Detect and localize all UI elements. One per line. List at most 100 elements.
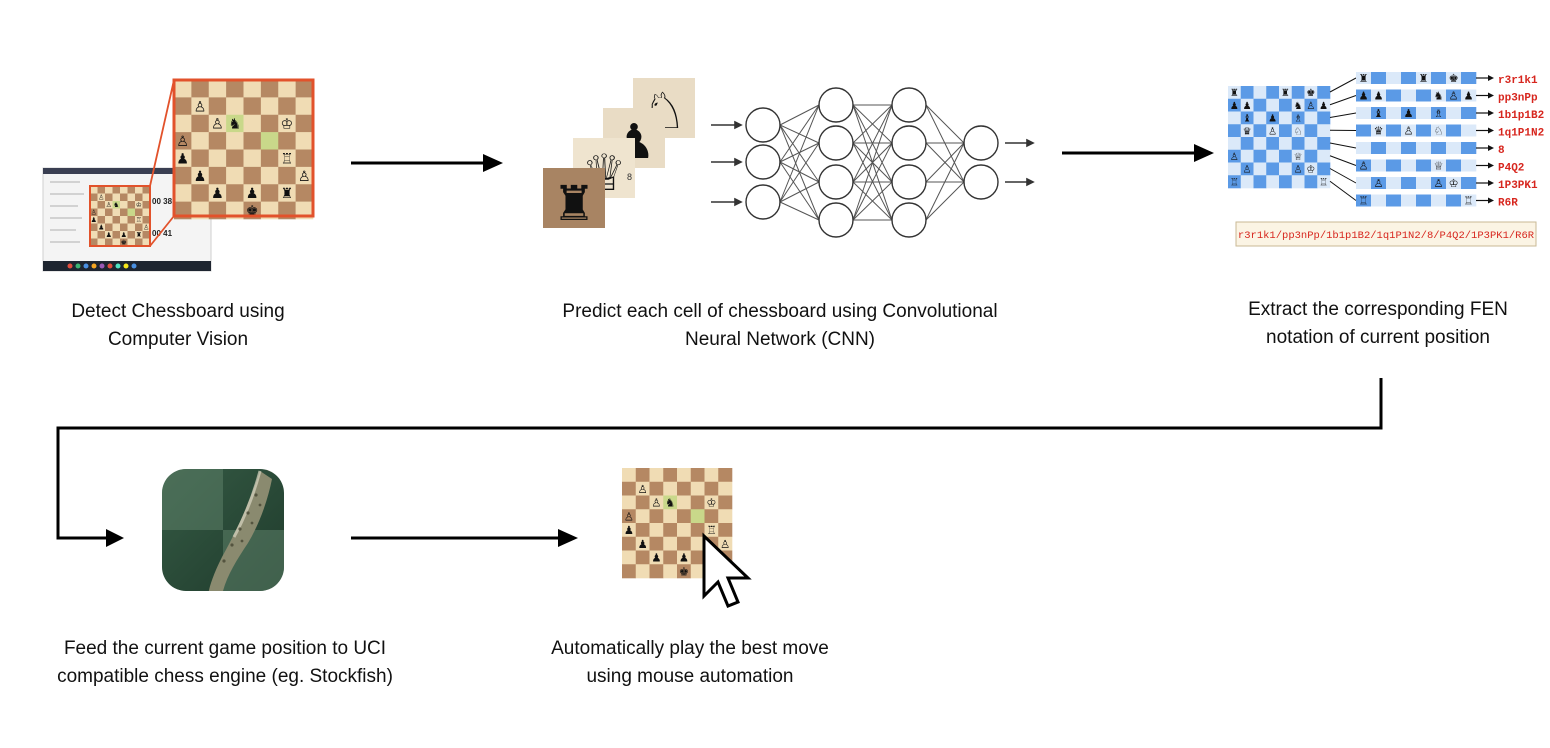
board-square — [1317, 86, 1331, 100]
board-square — [718, 523, 733, 538]
board-square — [622, 495, 637, 510]
board-square — [1266, 162, 1280, 176]
strip-square — [1446, 194, 1462, 207]
strip-square — [1446, 142, 1462, 154]
nn-neuron — [745, 144, 781, 180]
board-square — [97, 216, 106, 224]
board-square — [135, 208, 143, 217]
board-square — [704, 495, 719, 510]
neural-network — [745, 87, 999, 238]
strip-square — [1416, 72, 1432, 84]
board-square — [142, 186, 151, 194]
board-square — [1304, 86, 1318, 100]
board-square — [97, 186, 106, 194]
caption-detect: Detect Chessboard using Computer Vision — [28, 298, 328, 354]
board-square — [1266, 111, 1280, 125]
board-square — [1253, 137, 1267, 151]
rook-icon: ♜ — [552, 176, 595, 232]
strip-square — [1386, 194, 1402, 207]
board-square — [208, 132, 227, 150]
fen-illustration: ♜♜♚♟♟♞♙♟♝♟♗♛♙♘♙♕♙♙♔♖♖ ♜♜♚r3r1k1♟♟♞♙♟pp3n… — [1228, 72, 1544, 247]
chess-piece-icon: ♖ — [136, 216, 142, 224]
board-square — [677, 468, 692, 483]
board-square — [1291, 162, 1305, 176]
nn-connection — [925, 104, 965, 144]
board-square — [704, 481, 719, 496]
board-square — [663, 495, 678, 510]
chess-piece-icon: ♟ — [121, 231, 127, 239]
board-square — [112, 208, 121, 217]
board-square — [704, 468, 719, 483]
board-square — [90, 231, 98, 239]
strip-square — [1401, 142, 1417, 154]
strip-square — [1401, 194, 1417, 207]
board-square — [1228, 175, 1242, 189]
board-square — [127, 208, 136, 217]
board-square — [1317, 111, 1331, 125]
rank-connector — [1329, 77, 1357, 93]
strip-square — [1416, 107, 1432, 119]
board-square — [1228, 111, 1242, 125]
chess-piece-icon: ♜ — [281, 186, 294, 202]
board-square — [1253, 98, 1267, 112]
board-square — [635, 550, 650, 565]
chess-piece-icon: ♙ — [624, 510, 634, 523]
board-square — [1240, 149, 1254, 163]
strip-square — [1461, 194, 1477, 207]
strip-square — [1446, 107, 1462, 119]
board-square — [142, 238, 151, 247]
rank-connector — [1329, 112, 1357, 118]
strip-square — [1386, 72, 1402, 84]
board-square — [677, 495, 692, 510]
chess-piece-icon: ♖ — [1464, 195, 1474, 208]
rank-arrowhead — [1488, 197, 1494, 204]
board-square — [622, 481, 637, 496]
nn-neuron — [963, 125, 999, 161]
board-square — [1304, 137, 1318, 151]
strip-square — [1401, 124, 1417, 137]
board-square — [690, 564, 705, 579]
fen-rank-label: P4Q2 — [1498, 163, 1524, 175]
board-square — [1317, 124, 1331, 138]
board-square — [649, 468, 664, 483]
stockfish-logo — [162, 469, 284, 591]
board-square — [174, 149, 192, 168]
board-square — [663, 550, 678, 565]
board-square — [105, 193, 113, 202]
board-square — [295, 80, 314, 98]
board-square — [120, 231, 128, 239]
chess-piece-icon: ♙ — [1230, 152, 1239, 163]
strip-square — [1371, 194, 1387, 207]
strip-square — [1401, 72, 1417, 84]
nn-neuron — [963, 164, 999, 200]
strip-square — [1386, 107, 1402, 119]
chess-piece-icon: ♟ — [679, 552, 689, 565]
caption-line: notation of current position — [1266, 327, 1490, 348]
board-square — [226, 149, 244, 168]
board-square — [622, 536, 637, 551]
board-square — [622, 550, 637, 565]
caption-line: Extract the corresponding FEN — [1248, 299, 1508, 320]
nn-connection — [779, 104, 820, 203]
nn-connection — [925, 181, 965, 221]
fen-rank-label: R6R — [1498, 198, 1518, 210]
screenshot-illustration: ♙♙♞♔♙♟♖♟♙♟♟♜♚ 00 38 00 41 ♙♙♞♔♙♟♖♟♙♟♟♜♚ — [42, 78, 315, 272]
rank-connector — [1329, 95, 1357, 106]
nn-connection — [779, 142, 820, 203]
board-square — [243, 132, 262, 150]
board-square — [226, 114, 244, 133]
board-square — [260, 97, 279, 116]
board-square — [649, 495, 664, 510]
board-square — [135, 231, 143, 239]
board-square — [120, 223, 128, 232]
board-square — [243, 166, 262, 185]
strip-square — [1371, 124, 1387, 137]
taskbar-icons — [67, 263, 137, 269]
rank-arrowhead — [1488, 180, 1494, 186]
board-square — [1228, 86, 1242, 100]
board-square — [208, 149, 227, 168]
chess-piece-icon: ♞ — [665, 497, 675, 510]
browser-toolbar — [43, 168, 211, 174]
board-square — [90, 223, 98, 232]
nn-connection — [852, 142, 893, 221]
